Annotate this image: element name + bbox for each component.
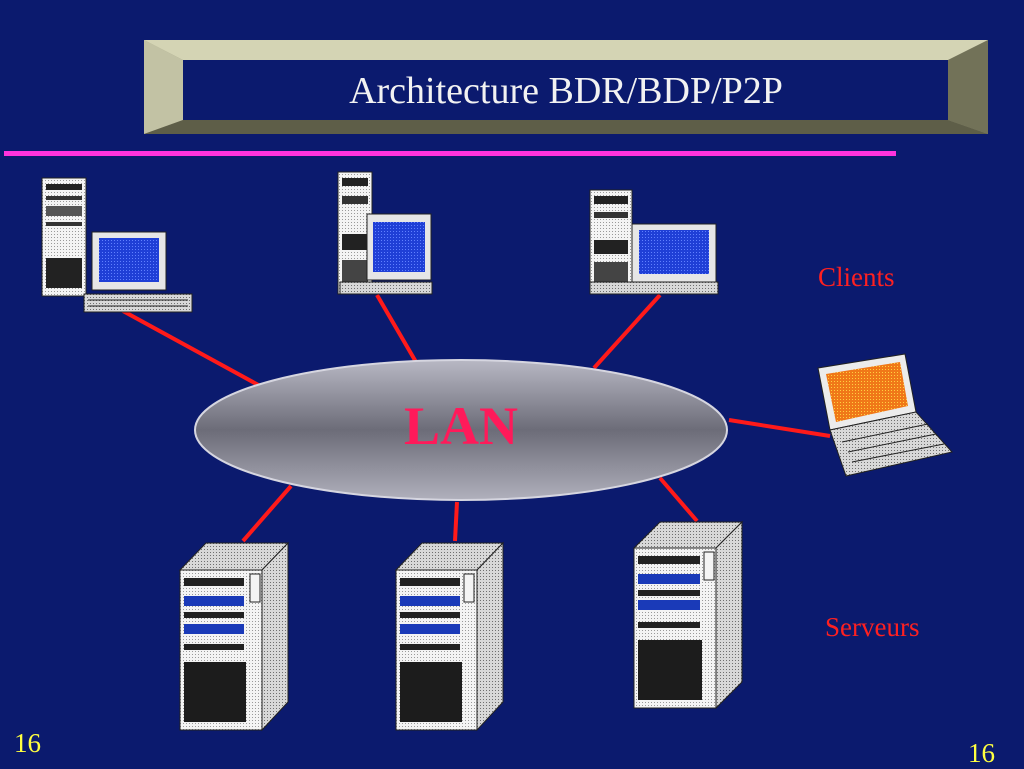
server-tower-icon xyxy=(394,541,505,732)
link-server-3 xyxy=(658,476,699,523)
link-client-1 xyxy=(111,303,263,389)
desktop-computer-icon xyxy=(589,189,719,295)
page-number-right: 16 xyxy=(968,738,995,768)
title-divider xyxy=(4,151,896,156)
link-server-2 xyxy=(453,501,459,542)
network-links xyxy=(111,293,831,543)
link-server-1 xyxy=(241,484,293,543)
lan-label: LAN xyxy=(403,396,518,456)
page-number-left: 16 xyxy=(14,728,41,758)
link-laptop xyxy=(728,418,831,438)
title-frame xyxy=(144,40,988,134)
laptop-icon xyxy=(817,353,953,477)
servers-label: Serveurs xyxy=(825,612,920,642)
lan-ellipse xyxy=(194,359,728,501)
server-tower-icon xyxy=(632,520,744,710)
desktop-computer-icon xyxy=(337,171,433,295)
link-client-3 xyxy=(592,293,662,370)
desktop-computer-icon xyxy=(41,177,193,313)
link-client-2 xyxy=(375,293,418,364)
server-tower-icon xyxy=(178,541,290,732)
slide-title: Architecture BDR/BDP/P2P xyxy=(349,70,783,112)
clients-label: Clients xyxy=(818,262,895,292)
